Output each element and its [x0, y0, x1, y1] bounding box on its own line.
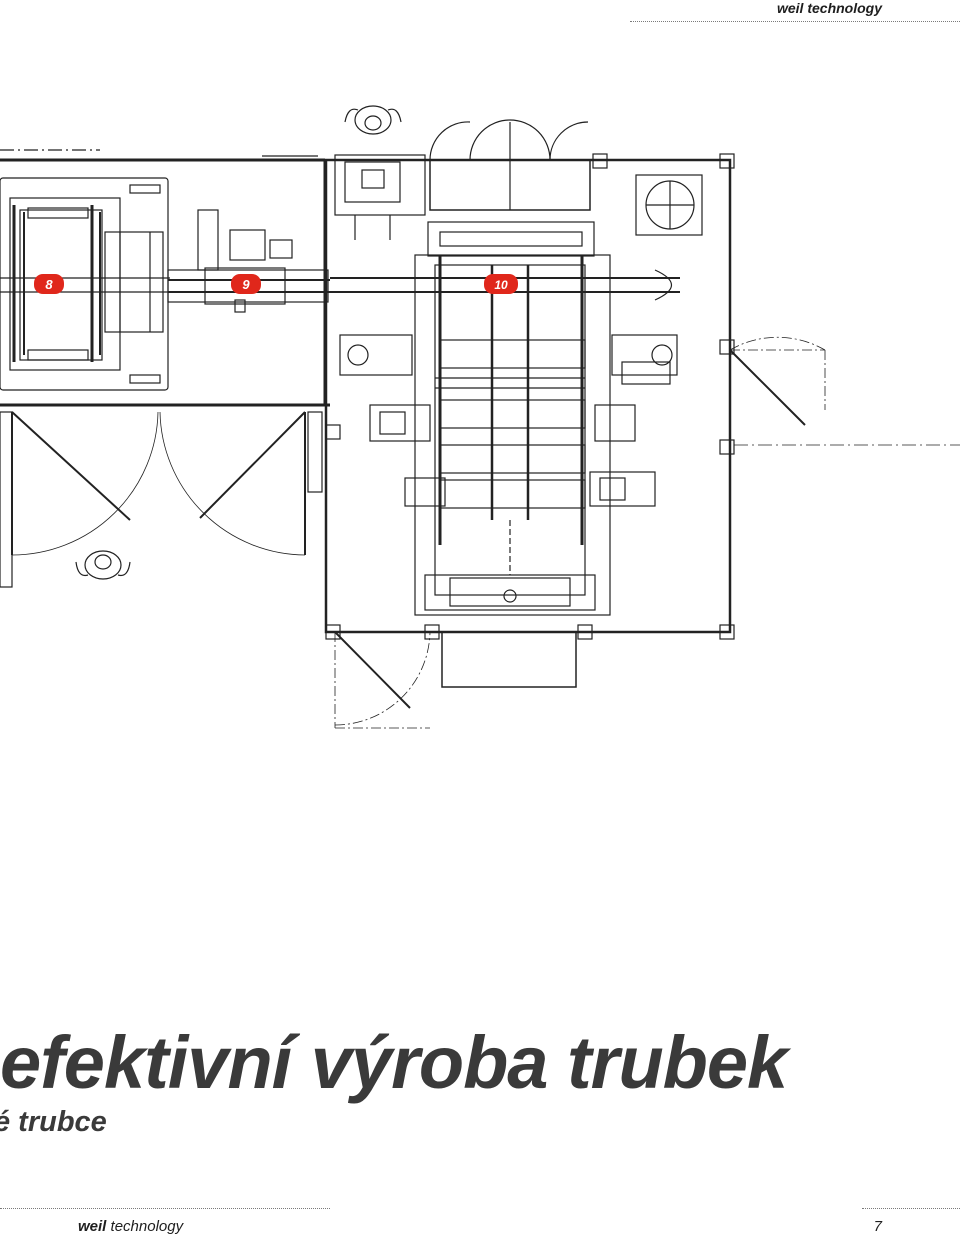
station-marker-9: 9 [231, 274, 261, 294]
station-marker-8: 8 [34, 274, 64, 294]
header-rule [630, 21, 960, 22]
footer-rule-right [862, 1208, 960, 1209]
header-brand: weil technology [776, 0, 882, 16]
station-marker-10: 10 [484, 274, 518, 294]
footer-rule-left [0, 1208, 330, 1209]
footer-brand-regular: technology [106, 1218, 184, 1235]
page-subheadline: é trubce [0, 1106, 107, 1138]
station-marker-8-label: 8 [45, 277, 53, 292]
page-headline: efektivní výroba trubek [0, 1021, 788, 1104]
footer-brand: weil technology [78, 1218, 183, 1235]
station-marker-9-label: 9 [242, 277, 250, 292]
station-marker-10-label: 10 [494, 278, 508, 292]
floor-plan-drawing: 8 9 10 [0, 105, 960, 729]
footer-brand-bold: weil [78, 1218, 107, 1235]
page-number: 7 [873, 1218, 882, 1235]
